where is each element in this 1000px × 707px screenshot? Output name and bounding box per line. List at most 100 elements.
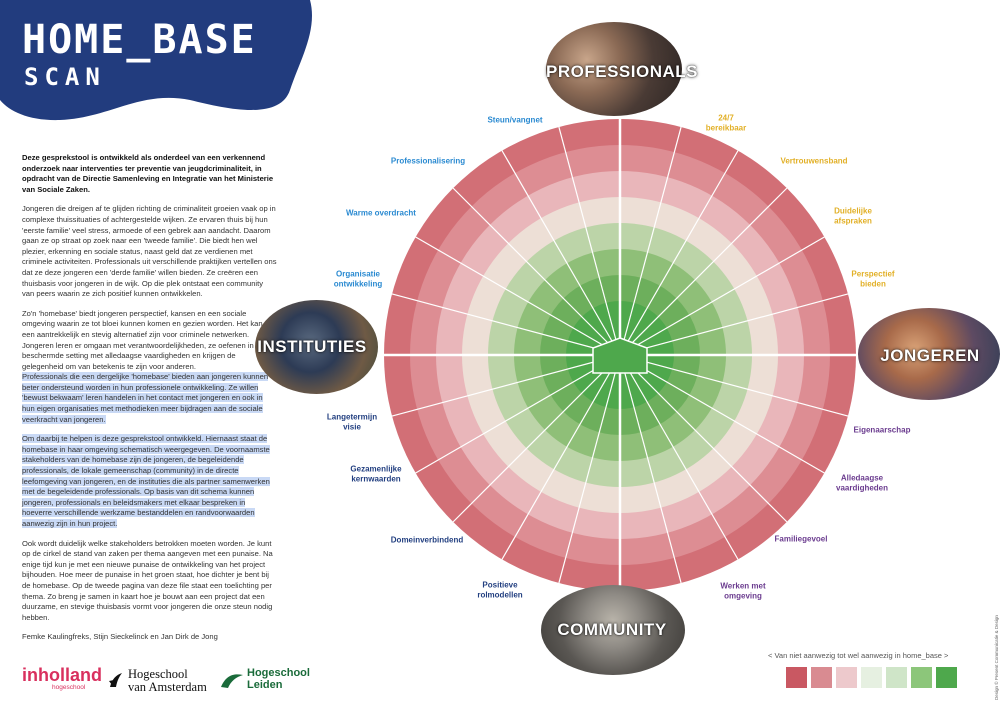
theme-label-line-1: Positieve	[482, 580, 518, 590]
wheel-spoke	[558, 126, 621, 356]
page-subtitle: SCAN	[24, 63, 106, 91]
inholland-logo: inholland	[22, 665, 102, 685]
design-credit: Design © Present Communicatie & Design	[994, 615, 999, 700]
wheel-spoke	[452, 187, 621, 356]
theme-gezamenlijke-kernwaarden: Gezamenlijke kernwaarden	[350, 465, 401, 484]
legend-box-2	[811, 667, 832, 688]
theme-label-line-2: afspraken	[834, 216, 872, 225]
theme-bereikbaar: 24/7 bereikbaar	[706, 114, 746, 133]
legend-box-3	[836, 667, 857, 688]
hva-logo: Hogeschool van Amsterdam	[128, 668, 207, 694]
theme-domeinverbindend: Domeinverbindend	[391, 535, 463, 545]
wheel-spoke	[501, 354, 621, 560]
page-title: HOME_BASE	[22, 17, 257, 63]
theme-label: Professionalisering	[390, 156, 466, 166]
theme-label-line-1: 24/7	[718, 113, 734, 123]
theme-steun-vangnet: Steun/vangnet	[487, 115, 542, 125]
theme-eigenaarschap: Eigenaarschap	[854, 425, 911, 435]
legend-box-1	[786, 667, 807, 688]
hva-logo-icon	[109, 673, 122, 687]
community-photo	[541, 585, 685, 675]
theme-label-line-2: kernwaarden	[351, 474, 401, 483]
theme-label-line-1: Alledaagse	[840, 473, 884, 483]
wheel-spoke	[501, 150, 621, 356]
hva-logo-line-1: Hogeschool	[128, 667, 188, 681]
theme-alledaagse-vaardigheden: Alledaagse vaardigheden	[836, 474, 888, 493]
wheel-spoke	[619, 354, 682, 584]
theme-label-line-2: bieden	[860, 279, 886, 288]
theme-label-line-2: bereikbaar	[705, 123, 747, 132]
paragraph-5: Ook wordt duidelijk welke stakeholders b…	[22, 538, 273, 622]
jongeren-photo	[858, 308, 1000, 400]
theme-label-line-1: Langetermijn	[326, 412, 378, 422]
theme-werken-met-omgeving: Werken met omgeving	[720, 582, 765, 601]
wheel-spoke	[415, 354, 621, 474]
title-background	[0, 0, 312, 121]
legend-box-6	[911, 667, 932, 688]
stakeholder-community: COMMUNITY	[557, 620, 667, 639]
legend-caption: < Van niet aanwezig tot wel aanwezig in …	[768, 651, 949, 660]
instituties-photo	[255, 300, 378, 394]
inholland-logo-subtitle: hogeschool	[52, 684, 86, 691]
theme-label-line-1: Gezamenlijke	[350, 464, 402, 474]
wheel-spoke	[619, 187, 788, 356]
leiden-logo-line-1: Hogeschool	[247, 667, 310, 679]
homebase-house-icon	[592, 337, 648, 374]
leiden-logo-icon	[221, 674, 243, 688]
paragraph-1: Jongeren die dreigen af te glijden richt…	[22, 204, 277, 299]
theme-label-line-2: visie	[343, 422, 361, 431]
body-text: Deze gesprekstool is ontwikkeld als onde…	[22, 153, 277, 652]
leiden-logo-line-2: Leiden	[247, 679, 283, 691]
theme-professionalisering: Professionalisering	[391, 156, 465, 166]
stakeholder-jongeren: JONGEREN	[880, 346, 980, 365]
theme-label: Familiegevoel	[774, 534, 828, 544]
theme-label: Warme overdracht	[346, 208, 416, 218]
theme-familiegevoel: Familiegevoel	[775, 534, 828, 544]
theme-label-line-1: Perspectief	[851, 269, 895, 279]
wheel-spoke	[619, 354, 739, 560]
wheel-spoke	[619, 126, 682, 356]
wheel-spoke	[619, 354, 825, 474]
paragraph-4: Om daarbij te helpen is deze gesprekstoo…	[22, 434, 277, 529]
wheel-spoke	[619, 236, 825, 356]
theme-label-line-1: Werken met	[720, 581, 766, 591]
theme-vertrouwensband: Vertrouwensband	[780, 156, 847, 166]
theme-positieve-rolmodellen: Positieve rolmodellen	[477, 581, 522, 600]
intro-paragraph: Deze gesprekstool is ontwikkeld als onde…	[22, 153, 274, 194]
legend-box-7	[936, 667, 957, 688]
theme-label-line-2: rolmodellen	[477, 590, 523, 599]
wheel-spoke	[452, 354, 621, 523]
theme-label-line-2: vaardigheden	[835, 483, 889, 492]
authors: Femke Kaulingfreks, Stijn Sieckelinck en…	[22, 632, 218, 642]
highlighted-text: Om daarbij te helpen is deze gesprekstoo…	[22, 434, 270, 528]
wheel-spoke	[391, 354, 621, 417]
logo-row: inholland hogeschool Hogeschool van Amst…	[22, 665, 322, 695]
hva-logo-line-2: van Amsterdam	[128, 680, 207, 694]
theme-label-line-1: Duidelijke	[834, 206, 872, 216]
wheel-spoke	[391, 293, 621, 356]
theme-label-line-2: omgeving	[724, 591, 762, 600]
wheel-spoke	[558, 354, 621, 584]
theme-perspectief-bieden: Perspectief bieden	[851, 270, 894, 289]
theme-label-line-2: ontwikkeling	[333, 279, 383, 288]
theme-label: Steun/vangnet	[487, 115, 543, 125]
paragraph-3: Professionals die een dergelijke 'homeba…	[22, 372, 277, 425]
stakeholder-instituties: INSTITUTIES	[257, 337, 367, 356]
paragraph-2: Zo'n 'homebase' biedt jongeren perspecti…	[22, 308, 269, 371]
stakeholder-professionals: PROFESSIONALS	[546, 62, 698, 81]
wheel-spoke	[619, 150, 739, 356]
wheel-spoke	[619, 354, 849, 417]
legend-box-5	[886, 667, 907, 688]
theme-organisatie-ontwikkeling: Organisatie ontwikkeling	[334, 270, 382, 289]
theme-duidelijke-afspraken: Duidelijke afspraken	[834, 207, 872, 226]
wheel-spoke	[415, 236, 621, 356]
theme-label: Eigenaarschap	[853, 425, 911, 435]
wheel-spoke	[619, 293, 849, 356]
theme-langetermijn-visie: Langetermijn visie	[327, 413, 377, 432]
theme-label: Domeinverbindend	[390, 535, 464, 545]
leiden-logo: Hogeschool Leiden	[247, 667, 310, 691]
wheel-spoke	[619, 354, 788, 523]
professionals-photo	[546, 22, 682, 116]
theme-label-line-1: Organisatie	[335, 269, 381, 279]
